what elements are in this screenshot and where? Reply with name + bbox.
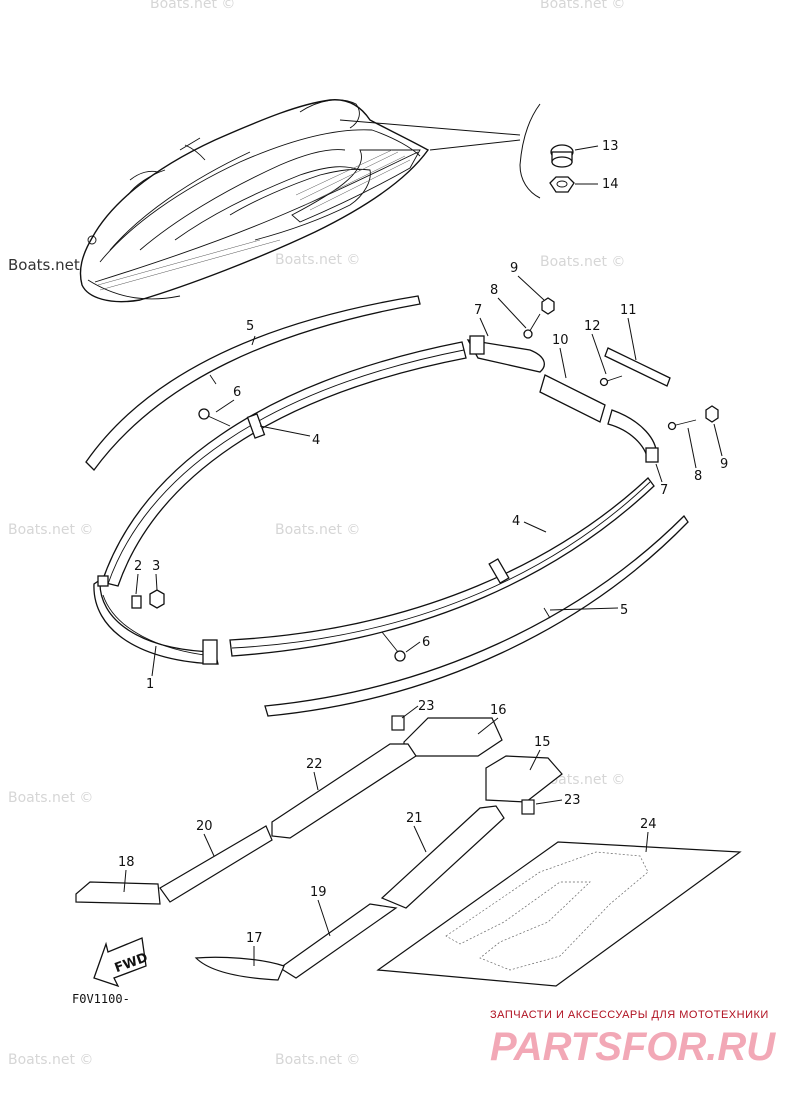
watermark: Boats.net © [150, 0, 236, 12]
logo-text: PARTSFOR.RU [490, 1025, 776, 1069]
callout-numbers: 1 2 3 4 4 5 5 6 6 7 7 8 8 9 [118, 139, 728, 966]
callout-4-lower: 4 [512, 514, 520, 529]
grommet-part-13 [550, 144, 574, 168]
callout-2: 2 [134, 559, 142, 574]
fwd-arrow-icon: FWD [93, 937, 150, 988]
diagram-code: F0V1100- [72, 992, 130, 1006]
callout-7-lower: 7 [660, 483, 668, 498]
rail-part-4-lower [229, 477, 655, 657]
watermark-boats: Boats.net [8, 256, 80, 274]
callout-6-lower: 6 [422, 635, 430, 650]
callout-5-lower: 5 [620, 603, 628, 618]
nut-part-9-upper [541, 297, 555, 315]
callout-13: 13 [602, 139, 619, 154]
watermark: Boats.net © [540, 772, 626, 788]
banner-tagline: ЗАПЧАСТИ И АКСЕССУАРЫ ДЛЯ МОТОТЕХНИКИ [490, 1009, 769, 1021]
callout-9-right: 9 [720, 457, 728, 472]
callout-17: 17 [246, 931, 263, 946]
watermark: Boats.net © [540, 0, 626, 12]
callout-6-upper: 6 [233, 385, 241, 400]
callout-1: 1 [146, 677, 154, 692]
callout-24: 24 [640, 817, 657, 832]
callout-7-upper: 7 [474, 303, 482, 318]
watermark: Boats.net © [540, 254, 626, 270]
nut-part-14 [549, 176, 575, 193]
callout-4-upper: 4 [312, 433, 320, 448]
strip-part-5-lower [264, 514, 689, 717]
watermark: Boats.net © [8, 522, 94, 538]
screw-part-6-upper [198, 408, 231, 427]
mat-part-18 [75, 881, 161, 905]
screw-part-6-lower [381, 631, 406, 662]
callout-9-upper: 9 [510, 261, 518, 276]
bolt-part-12 [599, 375, 623, 387]
pad-part-23-upper [391, 715, 405, 731]
callout-23-lower: 23 [564, 793, 581, 808]
callout-10: 10 [552, 333, 569, 348]
callout-19: 19 [310, 885, 327, 900]
mat-part-17 [194, 956, 285, 981]
nut-part-3 [149, 589, 165, 609]
callout-23-upper: 23 [418, 699, 435, 714]
watermark: Boats.net © [275, 522, 361, 538]
nut-part-9-right [705, 405, 719, 423]
watermark: Boats.net © [8, 1052, 94, 1068]
callout-21: 21 [406, 811, 423, 826]
pad-part-23-lower [521, 799, 535, 815]
callout-22: 22 [306, 757, 323, 772]
partsfor-logo: PARTSFOR.RU [490, 1025, 776, 1069]
callout-12: 12 [584, 319, 601, 334]
decal-sheet-part-24 [376, 841, 742, 987]
watermark: Boats.net © [8, 790, 94, 806]
watermark: Boats.net © [275, 252, 361, 268]
mat-part-20 [159, 825, 273, 903]
watermark: Boats.net © [275, 1052, 361, 1068]
bolt-part-8-upper [523, 313, 541, 339]
callout-8-upper: 8 [490, 283, 498, 298]
callout-14: 14 [602, 177, 619, 192]
mat-part-22 [271, 743, 417, 839]
bolt-part-8-right [667, 419, 697, 431]
washer-part-2 [131, 595, 142, 609]
mat-part-21 [380, 805, 505, 909]
strip-part-11 [604, 347, 671, 387]
callout-15: 15 [534, 735, 551, 750]
callout-18: 18 [118, 855, 135, 870]
callout-3: 3 [152, 559, 160, 574]
callout-20: 20 [196, 819, 213, 834]
strip-part-5-upper [85, 295, 421, 471]
callout-5-upper: 5 [246, 319, 254, 334]
rear-corner-assembly [466, 335, 659, 463]
watercraft-illustration [79, 99, 430, 303]
mat-part-16 [403, 717, 503, 757]
callout-11: 11 [620, 303, 637, 318]
callout-8-right: 8 [694, 469, 702, 484]
mat-part-19 [278, 903, 398, 979]
rail-part-4-upper [101, 341, 467, 587]
mat-part-15 [485, 755, 563, 803]
callout-16: 16 [490, 703, 507, 718]
